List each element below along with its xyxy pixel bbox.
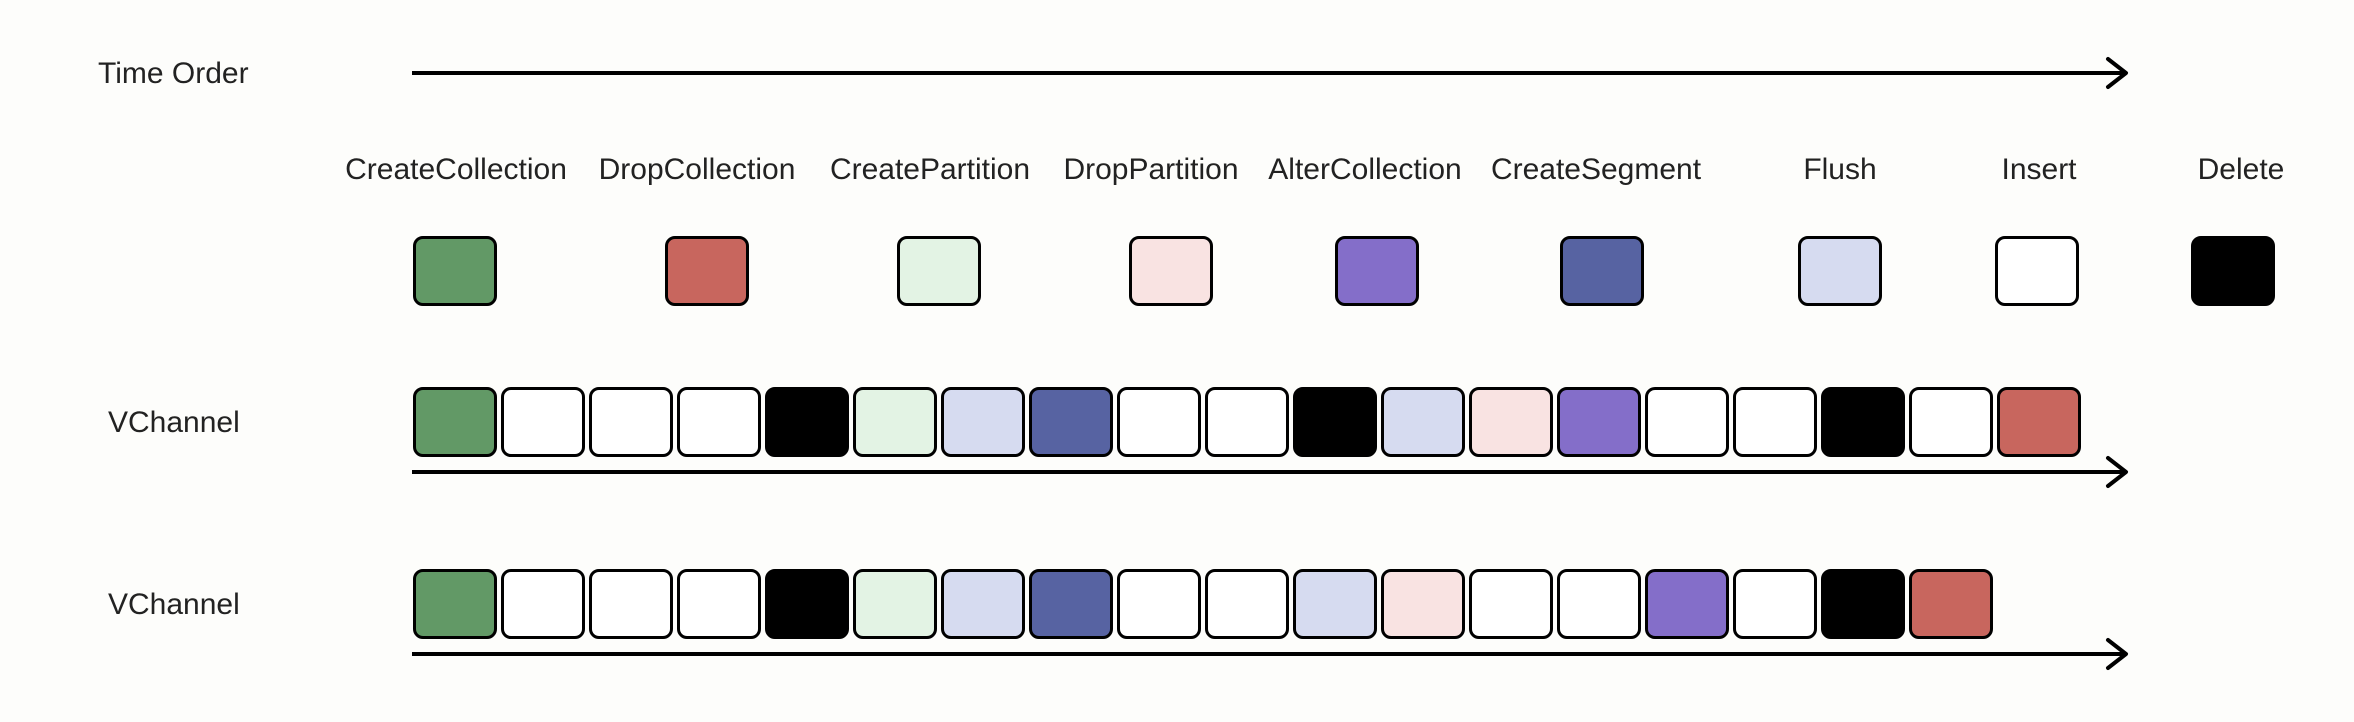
vchannel-2-cell-insert xyxy=(1205,569,1289,639)
vchannel-1-arrow xyxy=(412,456,2128,488)
vchannel-1-cell-delete xyxy=(1821,387,1905,457)
legend-swatch-drop-partition xyxy=(1129,236,1213,306)
legend-swatch-flush xyxy=(1798,236,1882,306)
vchannel-1-cell-insert xyxy=(1117,387,1201,457)
vchannel-1-cell-delete xyxy=(1293,387,1377,457)
vchannel-1-label: VChannel xyxy=(108,406,240,439)
vchannel-2-cell-insert xyxy=(1469,569,1553,639)
legend-swatch-insert xyxy=(1995,236,2079,306)
legend-swatch-drop-collection xyxy=(665,236,749,306)
vchannel-2-cell-create-collection xyxy=(413,569,497,639)
vchannel-1-cell-delete xyxy=(765,387,849,457)
vchannel-2-cell-insert xyxy=(589,569,673,639)
legend-label-create-partition: CreatePartition xyxy=(829,153,1031,186)
vchannel-1-cell-insert xyxy=(589,387,673,457)
vchannel-2-cell-drop-collection xyxy=(1909,569,1993,639)
vchannel-1-cell-drop-collection xyxy=(1997,387,2081,457)
vchannel-1-cell-insert xyxy=(1205,387,1289,457)
legend-swatch-create-partition xyxy=(897,236,981,306)
time-order-arrow xyxy=(412,57,2128,89)
legend-swatch-alter-collection xyxy=(1335,236,1419,306)
vchannel-1-cell-drop-partition xyxy=(1469,387,1553,457)
legend-label-delete: Delete xyxy=(2197,153,2285,186)
vchannel-2-cell-insert xyxy=(1733,569,1817,639)
vchannel-1-cell-insert xyxy=(677,387,761,457)
legend-label-create-collection: CreateCollection xyxy=(345,153,567,186)
vchannel-2-cell-delete xyxy=(765,569,849,639)
vchannel-1-cell-flush xyxy=(1381,387,1465,457)
vchannel-1-cell-create-segment xyxy=(1029,387,1113,457)
vchannel-1-cell-create-collection xyxy=(413,387,497,457)
legend-label-drop-collection: DropCollection xyxy=(598,153,796,186)
legend-label-alter-collection: AlterCollection xyxy=(1268,153,1462,186)
vchannel-2-cell-insert xyxy=(1557,569,1641,639)
vchannel-2-arrow xyxy=(412,638,2128,670)
vchannel-1-cell-create-partition xyxy=(853,387,937,457)
vchannel-2-cell-delete xyxy=(1821,569,1905,639)
vchannel-2-cell-drop-partition xyxy=(1381,569,1465,639)
vchannel-2-cell-create-segment xyxy=(1029,569,1113,639)
vchannel-2-cell-insert xyxy=(677,569,761,639)
vchannel-1-cell-insert xyxy=(1733,387,1817,457)
legend-swatch-delete xyxy=(2191,236,2275,306)
legend-label-insert: Insert xyxy=(2001,153,2077,186)
time-order-label: Time Order xyxy=(98,57,249,90)
vchannel-2-cell-create-partition xyxy=(853,569,937,639)
legend-swatch-create-collection xyxy=(413,236,497,306)
vchannel-2-cell-flush xyxy=(941,569,1025,639)
legend-swatch-create-segment xyxy=(1560,236,1644,306)
legend-label-flush: Flush xyxy=(1803,153,1877,186)
legend-label-create-segment: CreateSegment xyxy=(1490,153,1702,186)
vchannel-1-cell-alter-collection xyxy=(1557,387,1641,457)
vchannel-1-cell-flush xyxy=(941,387,1025,457)
vchannel-2-cell-insert xyxy=(501,569,585,639)
vchannel-2-cell-insert xyxy=(1117,569,1201,639)
vchannel-2-cell-flush xyxy=(1293,569,1377,639)
vchannel-1-cell-insert xyxy=(501,387,585,457)
vchannel-2-label: VChannel xyxy=(108,588,240,621)
vchannel-2-cell-alter-collection xyxy=(1645,569,1729,639)
vchannel-1-cell-insert xyxy=(1645,387,1729,457)
vchannel-1-cell-insert xyxy=(1909,387,1993,457)
legend-label-drop-partition: DropPartition xyxy=(1063,153,1239,186)
